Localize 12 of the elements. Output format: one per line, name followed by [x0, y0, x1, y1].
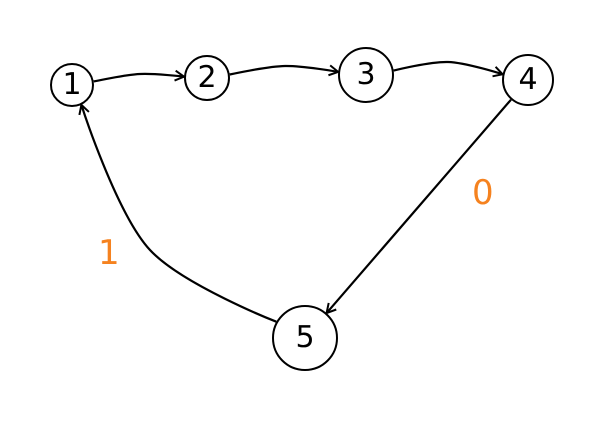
arrow	[230, 64, 340, 76]
arrow	[94, 70, 186, 83]
arrow	[78, 104, 277, 323]
node-circle: 5	[272, 305, 338, 371]
arrow	[393, 60, 504, 78]
node-circle: 3	[338, 47, 394, 103]
arrow	[326, 98, 512, 314]
node-circle: 1	[50, 63, 94, 107]
node-circle: 2	[184, 55, 230, 101]
edge-label: 0	[472, 176, 494, 210]
node-circle: 4	[502, 54, 554, 106]
edge-label: 1	[98, 236, 120, 270]
